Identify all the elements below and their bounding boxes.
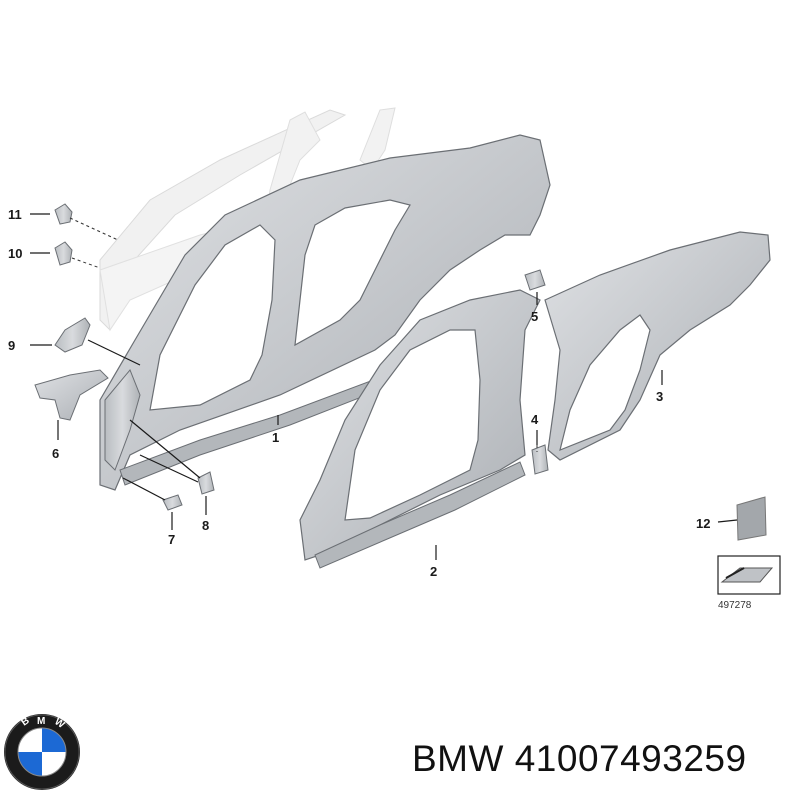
callout-9: 9 <box>8 338 15 353</box>
patch-part-12 <box>736 496 767 541</box>
callout-11: 11 <box>8 207 22 222</box>
callouts: 11 10 9 6 1 2 3 4 5 7 8 12 <box>8 207 710 579</box>
bracket-part-10 <box>54 241 73 266</box>
bracket-part-7 <box>162 494 183 511</box>
side-panel-part-3 <box>544 231 771 461</box>
bracket-part-6 <box>34 369 109 421</box>
callout-5: 5 <box>531 309 538 324</box>
callout-7: 7 <box>168 532 175 547</box>
bracket-part-9 <box>54 317 91 353</box>
brand-name: BMW <box>412 738 504 779</box>
callout-3: 3 <box>656 389 663 404</box>
part-number: 41007493259 <box>514 738 747 779</box>
part-label: BMW 41007493259 <box>412 738 792 788</box>
reference-code: 497278 <box>718 600 752 611</box>
leader-lines <box>30 213 738 560</box>
callout-1: 1 <box>272 430 279 445</box>
bracket-part-4 <box>531 444 549 475</box>
callout-12: 12 <box>696 516 710 531</box>
bracket-part-8 <box>197 471 215 495</box>
callout-10: 10 <box>8 246 22 261</box>
bmw-roundel-icon: B M W <box>4 714 80 790</box>
bracket-part-11 <box>54 203 73 225</box>
side-panel-part-1 <box>99 134 551 491</box>
callout-8: 8 <box>202 518 209 533</box>
bracket-part-5 <box>524 269 546 291</box>
svg-text:M: M <box>37 716 45 727</box>
callout-4: 4 <box>531 412 539 427</box>
reference-box: 497278 <box>717 555 781 611</box>
side-panel-part-2 <box>299 289 541 569</box>
callout-6: 6 <box>52 446 59 461</box>
callout-2: 2 <box>430 564 437 579</box>
